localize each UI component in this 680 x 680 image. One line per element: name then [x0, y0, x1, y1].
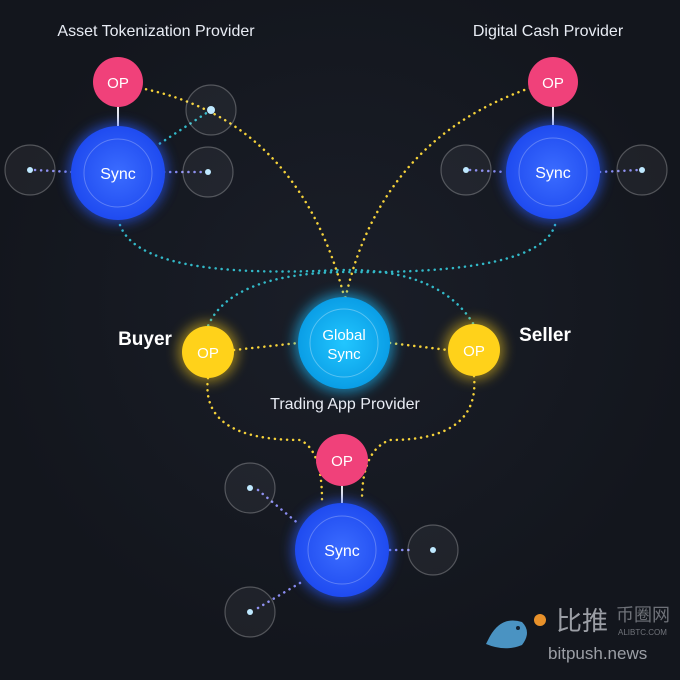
sync-node-asset[interactable]: Sync [68, 123, 168, 223]
link-asset-sync-to-seller [118, 223, 476, 327]
label-cash-provider: Digital Cash Provider [472, 23, 624, 40]
op-node-buyer[interactable]: OP [178, 322, 238, 382]
sync-label: Sync [535, 165, 571, 182]
watermark-second: 币圈网 [616, 605, 670, 625]
link-asset-op-to-center [138, 86, 347, 302]
link-sat-left [33, 168, 74, 174]
op-label: OP [197, 345, 219, 362]
link-sat-right-2 [598, 168, 640, 174]
op-label: OP [542, 75, 564, 92]
label-asset-provider: Asset Tokenization Provider [57, 23, 255, 40]
label-seller: Seller [519, 325, 571, 346]
watermark-logo-text: 比推 [556, 606, 609, 636]
satellites [4, 84, 668, 638]
link-sat-to-sync [148, 108, 213, 152]
sync-node-trading[interactable]: Sync [292, 500, 392, 600]
global-label-2: Sync [327, 346, 361, 363]
sync-label: Sync [324, 543, 360, 560]
label-buyer: Buyer [118, 329, 172, 350]
op-label: OP [107, 75, 129, 92]
op-node-cash[interactable]: OP [528, 57, 578, 107]
global-sync-node[interactable]: Global Sync [294, 293, 394, 393]
op-label: OP [331, 453, 353, 470]
op-node-trading[interactable]: OP [316, 434, 368, 486]
link-sat-left-2 [468, 168, 508, 174]
bird-logo-icon [486, 614, 546, 649]
label-trading-provider: Trading App Provider [270, 396, 420, 413]
op-label: OP [463, 343, 485, 360]
link-buyer-global [232, 341, 300, 352]
op-node-asset[interactable]: OP [93, 57, 143, 107]
link-seller-trading [360, 374, 476, 502]
op-node-seller[interactable]: OP [444, 320, 504, 380]
sync-label: Sync [100, 166, 136, 183]
watermark-site: bitpush.news [548, 644, 648, 663]
link-cash-op-to-center [343, 86, 532, 302]
global-label-1: Global [322, 327, 365, 344]
watermark-second-site: ALIBTC.COM [618, 628, 667, 637]
sync-node-cash[interactable]: Sync [503, 122, 603, 222]
link-seller-global [388, 341, 450, 352]
